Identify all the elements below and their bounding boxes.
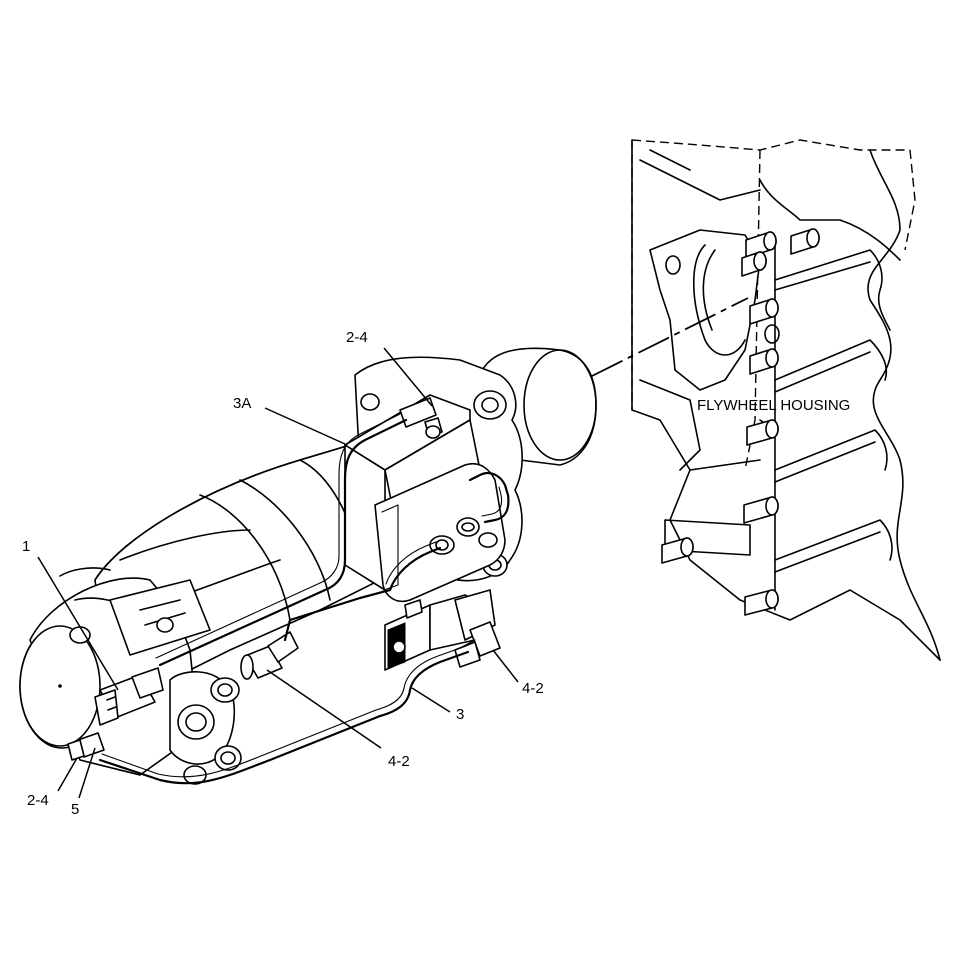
flywheel-housing xyxy=(631,139,941,661)
callout-2-4-bottom: 2-4 xyxy=(27,792,49,809)
callout-2-4-top: 2-4 xyxy=(346,329,368,346)
callout-3: 3 xyxy=(456,706,464,723)
housing-studs xyxy=(661,228,820,616)
callout-5: 5 xyxy=(71,801,79,818)
callout-4-2-right: 4-2 xyxy=(522,680,544,697)
flywheel-housing-label: FLYWHEEL HOUSING xyxy=(697,397,850,414)
callout-3a: 3A xyxy=(233,395,251,412)
leader-lines xyxy=(37,347,519,799)
tube-lines xyxy=(98,413,510,785)
callout-labels: 2-4 3A 1 2-4 5 4-2 3 4-2 FLYWHEEL HOUSIN… xyxy=(22,329,850,818)
callout-1: 1 xyxy=(22,538,30,555)
starter-motor xyxy=(19,347,597,785)
mounting-centerline xyxy=(591,297,749,377)
callout-4-2-center: 4-2 xyxy=(388,753,410,770)
